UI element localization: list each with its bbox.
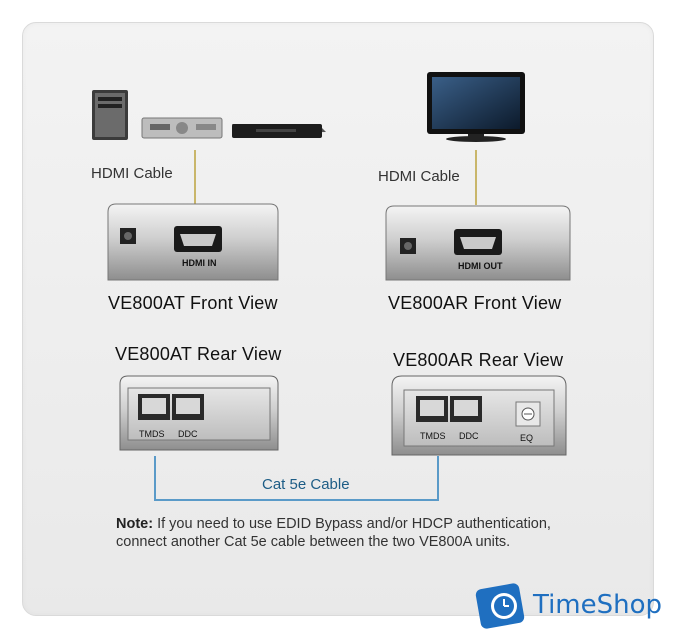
ddc-port-label-left: DDC bbox=[178, 429, 198, 439]
cat5e-cable-line bbox=[154, 456, 439, 501]
timeshop-logo-icon bbox=[475, 583, 525, 629]
ve800ar-front-unit bbox=[385, 205, 571, 281]
ve800at-front-view-label: VE800AT Front View bbox=[108, 293, 278, 313]
dvd-player-icon bbox=[232, 124, 326, 138]
pc-tower-icon bbox=[92, 90, 128, 140]
monitor-icon bbox=[427, 72, 525, 142]
hdmi-cable-label-right: HDMI Cable bbox=[378, 168, 460, 185]
ve800at-rear-unit bbox=[119, 375, 279, 451]
eq-label: EQ bbox=[520, 433, 534, 443]
note-text: If you need to use EDID Bypass and/or HD… bbox=[116, 516, 551, 550]
note-block: Note: If you need to use EDID Bypass and… bbox=[116, 515, 556, 551]
hdmi-out-port-label: HDMI OUT bbox=[458, 261, 503, 271]
tmds-port-label-left: TMDS bbox=[139, 429, 165, 439]
timeshop-logo-text: TimeShop bbox=[533, 590, 663, 620]
note-label: Note: bbox=[116, 516, 154, 532]
ve800at-rear-view-label: VE800AT Rear View bbox=[115, 344, 282, 364]
ve800ar-front-view-label: VE800AR Front View bbox=[388, 293, 562, 313]
ve800ar-rear-view-label: VE800AR Rear View bbox=[393, 350, 564, 370]
tmds-port-label-right: TMDS bbox=[420, 431, 446, 441]
av-receiver-icon bbox=[141, 117, 223, 139]
hdmi-cable-label-left: HDMI Cable bbox=[91, 165, 173, 182]
ve800at-front-unit bbox=[107, 203, 279, 281]
ddc-port-label-right: DDC bbox=[459, 431, 479, 441]
ve800ar-rear-unit bbox=[391, 375, 567, 456]
hdmi-in-port-label: HDMI IN bbox=[182, 258, 217, 268]
cat5e-cable-label: Cat 5e Cable bbox=[262, 476, 350, 493]
